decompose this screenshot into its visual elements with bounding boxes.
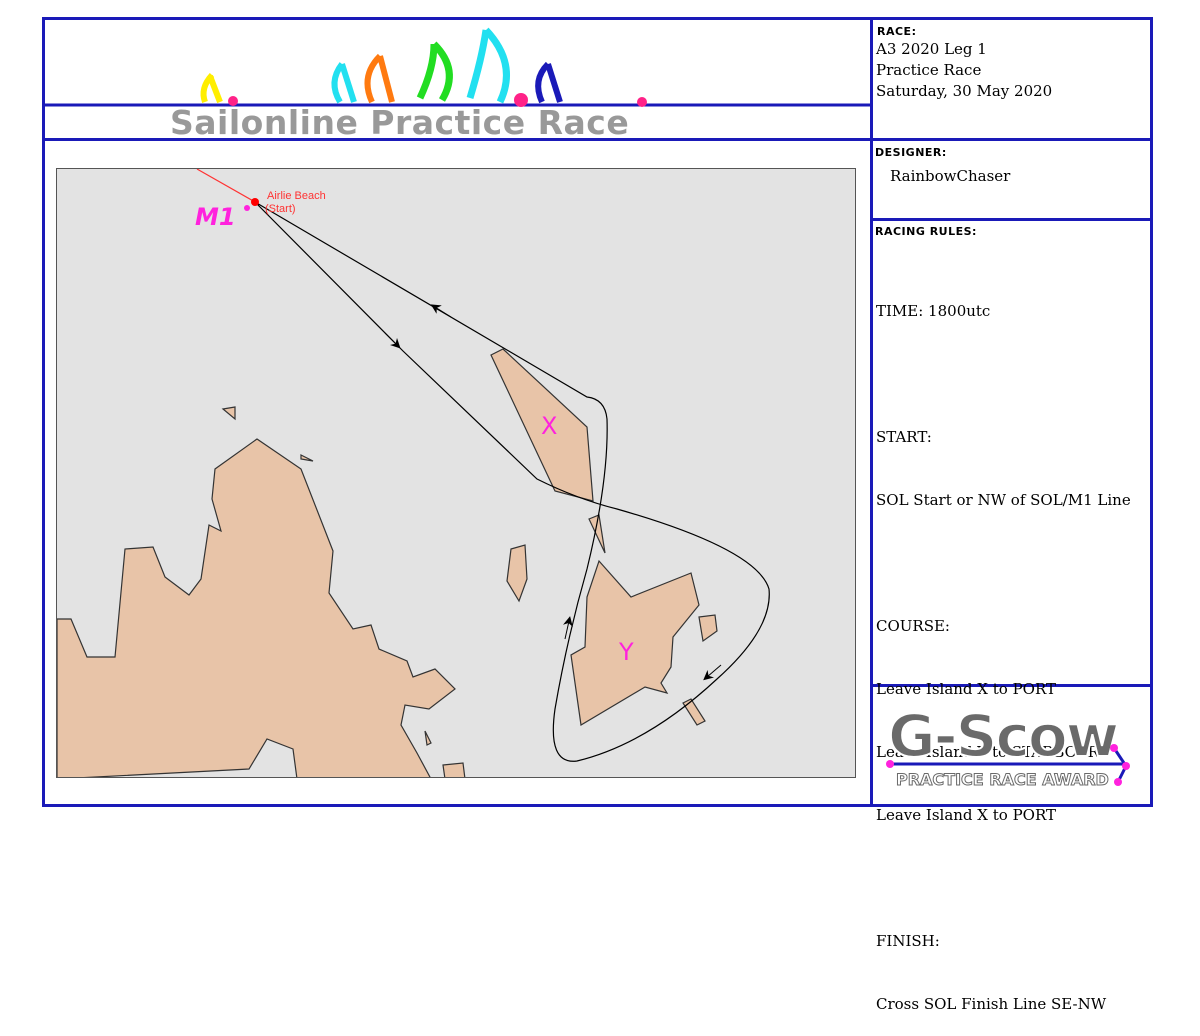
award-subtitle: PRACTICE RACE AWARD bbox=[896, 770, 1109, 789]
island-y bbox=[570, 559, 700, 726]
island-x-label: X bbox=[541, 412, 557, 440]
course-map: Airlie Beach (Start) M1 X Y bbox=[56, 168, 856, 778]
column-divider bbox=[870, 17, 873, 807]
gscow-graphic: G-Scow PRACTICE RACE AWARD bbox=[886, 701, 1130, 790]
race-label: RACE: bbox=[877, 25, 917, 38]
course-line bbox=[254, 201, 770, 762]
mark-m1-label: M1 bbox=[195, 203, 236, 231]
rules-finish-heading: FINISH: bbox=[876, 932, 940, 950]
race-type: Practice Race bbox=[876, 61, 982, 79]
island-y-label: Y bbox=[618, 638, 634, 666]
gscow-award-logo: G-Scow PRACTICE RACE AWARD bbox=[886, 696, 1136, 796]
start-label-2: (Start) bbox=[265, 203, 296, 215]
island-x bbox=[490, 348, 594, 502]
rules-label: RACING RULES: bbox=[875, 225, 977, 238]
designer-divider bbox=[870, 218, 1153, 221]
race-name: A3 2020 Leg 1 bbox=[876, 40, 987, 58]
start-label-1: Airlie Beach bbox=[267, 190, 326, 202]
rules-divider bbox=[870, 684, 1153, 687]
rules-finish-text: Cross SOL Finish Line SE-NW bbox=[876, 995, 1107, 1013]
rules-course-2: Leave Island Y to STARBOARD bbox=[876, 743, 1112, 761]
rules-course-3: Leave Island X to PORT bbox=[876, 806, 1056, 824]
rules-start-heading: START: bbox=[876, 428, 932, 446]
race-divider bbox=[870, 138, 1153, 141]
sails-graphic bbox=[42, 27, 870, 107]
outer-frame bbox=[42, 17, 1153, 807]
rules-course-heading: COURSE: bbox=[876, 617, 950, 635]
award-brand: G-Scow bbox=[888, 702, 1118, 770]
designer-name: RainbowChaser bbox=[890, 167, 1011, 185]
banner-logo bbox=[42, 20, 870, 138]
rules-text: TIME: 1800utc START: SOL Start or NW of … bbox=[876, 259, 1131, 1036]
mainland bbox=[57, 438, 456, 777]
rules-course-1: Leave Island X to PORT bbox=[876, 680, 1056, 698]
race-date: Saturday, 30 May 2020 bbox=[876, 82, 1053, 100]
rules-start-text: SOL Start or NW of SOL/M1 Line bbox=[876, 491, 1131, 509]
rules-time: TIME: 1800utc bbox=[876, 302, 991, 320]
designer-label: DESIGNER: bbox=[875, 146, 947, 159]
map-svg: Airlie Beach (Start) M1 X Y bbox=[57, 169, 770, 777]
banner-title: Sailonline Practice Race bbox=[170, 103, 630, 142]
banner-divider bbox=[42, 138, 873, 141]
